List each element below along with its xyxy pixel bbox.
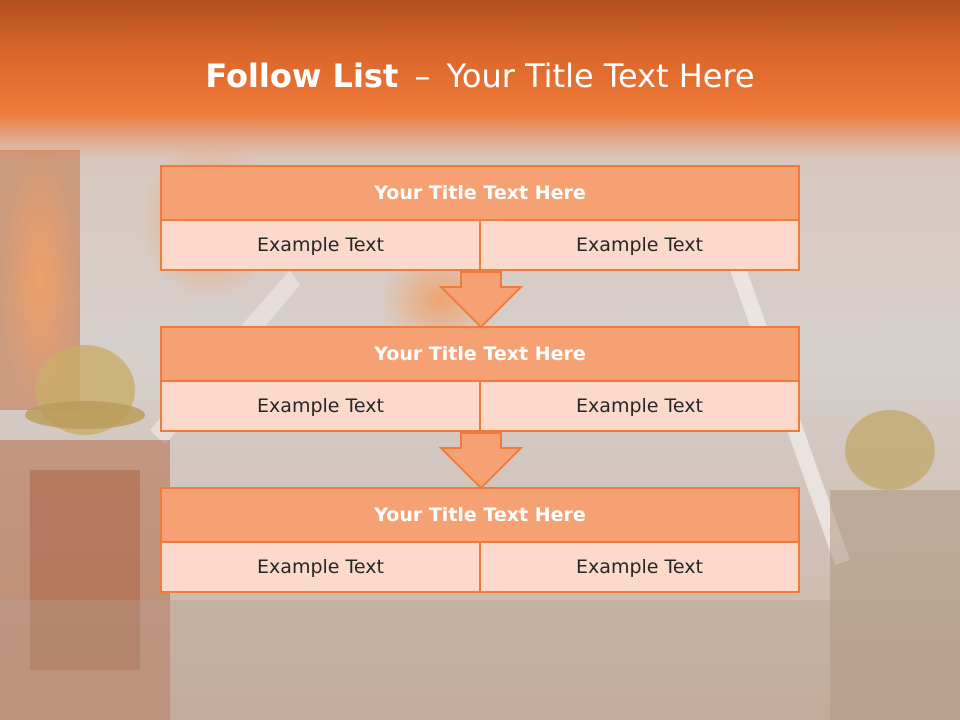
down-arrow-icon [438,432,524,490]
list-block-2: Your Title Text Here Example Text Exampl… [160,326,800,432]
list-block-header: Your Title Text Here [160,165,800,221]
title-bar [0,0,960,160]
title-rest: Your Title Text Here [446,57,755,95]
list-block-cell-right: Example Text [481,543,800,593]
slide-title: Follow List – Your Title Text Here [0,52,960,100]
list-block-1: Your Title Text Here Example Text Exampl… [160,165,800,271]
list-block-cell-left: Example Text [160,382,481,432]
list-block-row: Example Text Example Text [160,382,800,432]
down-arrow-icon [438,271,524,329]
title-bold-part: Follow List [205,57,399,95]
list-block-cell-left: Example Text [160,221,481,271]
list-block-3: Your Title Text Here Example Text Exampl… [160,487,800,593]
list-block-row: Example Text Example Text [160,543,800,593]
list-block-row: Example Text Example Text [160,221,800,271]
list-block-header: Your Title Text Here [160,326,800,382]
list-block-cell-right: Example Text [481,221,800,271]
title-separator: – [414,57,431,95]
list-block-header: Your Title Text Here [160,487,800,543]
list-block-cell-right: Example Text [481,382,800,432]
list-block-cell-left: Example Text [160,543,481,593]
